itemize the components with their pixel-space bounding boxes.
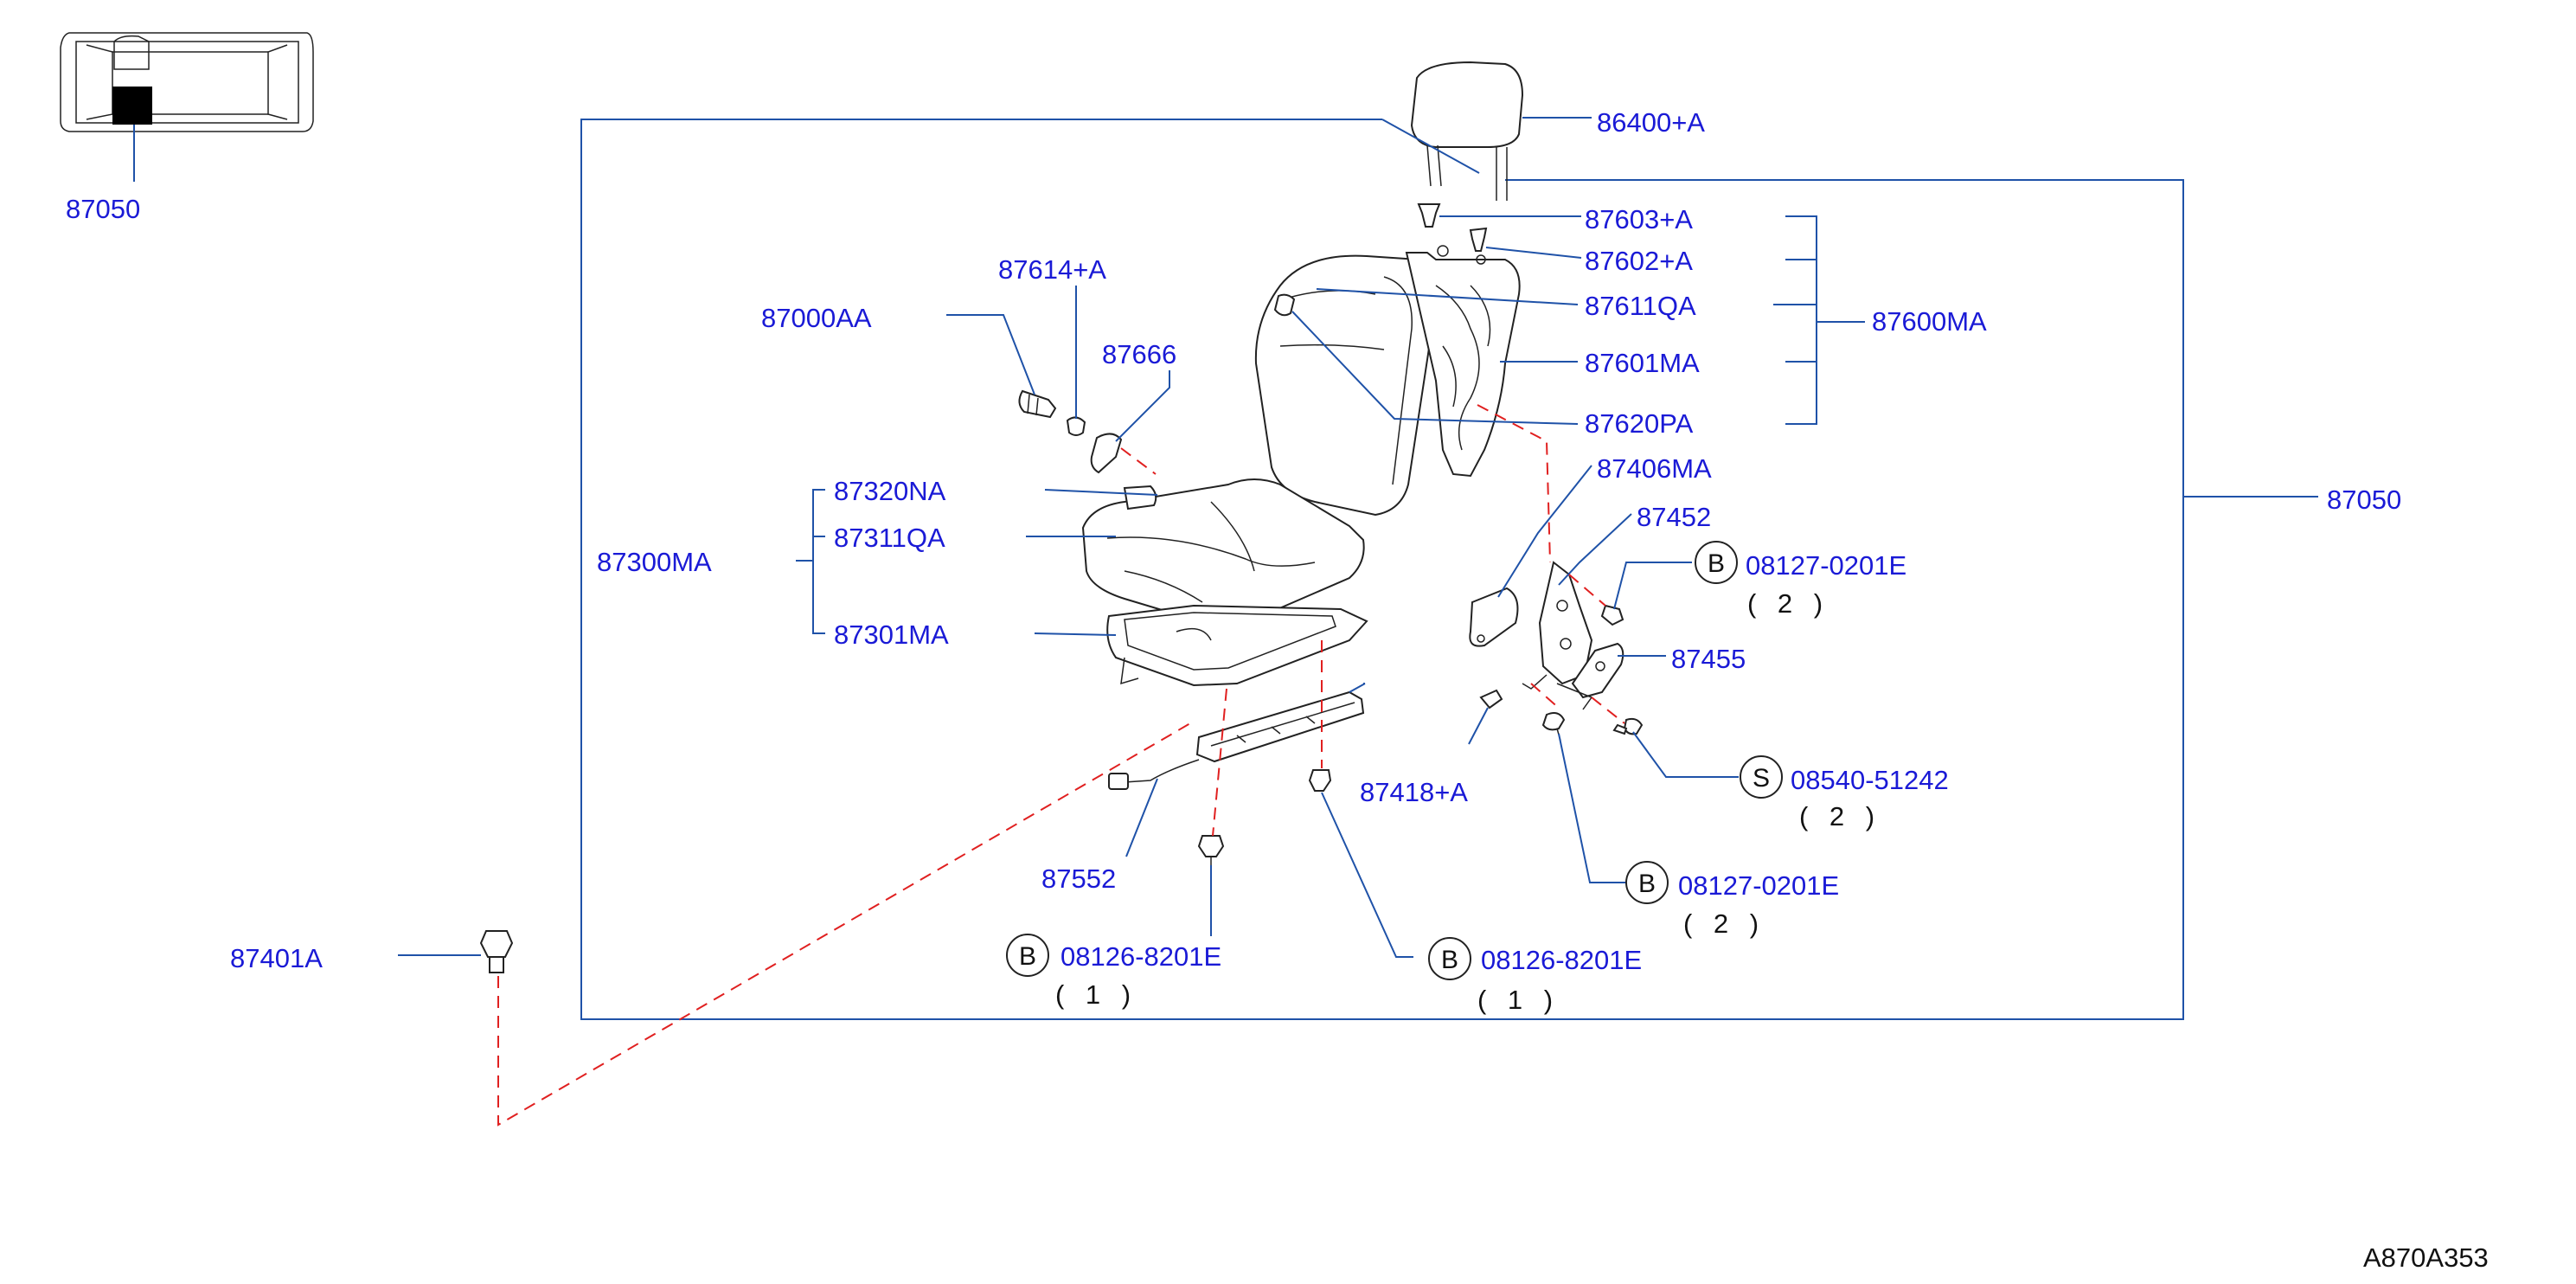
assembly-label[interactable]: 87050: [2327, 485, 2401, 515]
guide-a-part[interactable]: [1417, 203, 1441, 228]
harness-label[interactable]: 87552: [1041, 863, 1116, 894]
assembly-dash-lines: [497, 404, 1625, 1127]
bolt-b3-label[interactable]: 08126-8201E: [1061, 941, 1221, 972]
back-frame-label[interactable]: 87601MA: [1585, 348, 1700, 378]
guide-b-label[interactable]: 87602+A: [1585, 246, 1693, 276]
recliner-bolt-b1-part[interactable]: [1600, 604, 1624, 626]
slide-rail-part[interactable]: [1195, 683, 1365, 763]
headrest-part[interactable]: [1410, 61, 1524, 201]
lift-bolt-part[interactable]: [1018, 389, 1057, 419]
bolt-b1-label[interactable]: 08127-0201E: [1746, 550, 1906, 581]
back-pad-label[interactable]: 87620PA: [1585, 408, 1694, 439]
screw-s-qty: ( 2 ): [1799, 801, 1881, 831]
bushing-part[interactable]: [1090, 433, 1123, 474]
highlighted-seat-area: [112, 87, 152, 125]
recliner-bolt-b2-part[interactable]: [1541, 712, 1566, 742]
knob-label[interactable]: 87418+A: [1360, 777, 1468, 807]
cushion-frame-part[interactable]: [1106, 604, 1368, 687]
bolt-b2-marker: [1625, 861, 1669, 904]
guide-a-label[interactable]: 87603+A: [1585, 204, 1693, 234]
bolt-b4-marker-text: B: [1441, 946, 1458, 974]
cushion-cover-label[interactable]: 87311QA: [834, 523, 945, 553]
locator-part-label[interactable]: 87050: [66, 194, 140, 224]
screw-s-label[interactable]: 08540-51242: [1791, 765, 1949, 795]
bolt-b1-marker-text: B: [1708, 549, 1725, 578]
seat-cushion-part[interactable]: [1081, 478, 1365, 628]
guide-b-part[interactable]: [1469, 227, 1488, 252]
recliner-cover-label[interactable]: 87406MA: [1597, 453, 1712, 484]
bolt-b3-marker: [1006, 934, 1049, 977]
bolt-b3-marker-text: B: [1019, 942, 1036, 971]
assembly-boundary: [580, 119, 2184, 1020]
diagram-code: A870A353: [2363, 1242, 2489, 1273]
cushion-frame-label[interactable]: 87301MA: [834, 620, 949, 650]
rail-bolt-b3-part[interactable]: [1197, 835, 1225, 865]
screw-s-part[interactable]: [1612, 717, 1644, 735]
bolt-b2-qty: ( 2 ): [1683, 908, 1765, 939]
screw-s-marker-text: S: [1753, 764, 1770, 793]
bolt-b2-label[interactable]: 08127-0201E: [1678, 870, 1839, 901]
seat-back-frame-part[interactable]: [1405, 245, 1521, 478]
bolt-b4-label[interactable]: 08126-8201E: [1481, 945, 1642, 975]
bolt-b1-marker: [1695, 541, 1738, 584]
vehicle-locator-icon[interactable]: [60, 32, 314, 182]
recliner-cover-part[interactable]: [1469, 587, 1519, 647]
anchor-bolt-label[interactable]: 87401A: [230, 943, 323, 973]
lift-bolt-label[interactable]: 87000AA: [761, 303, 872, 333]
rail-bolt-b4-part[interactable]: [1308, 769, 1332, 792]
bolt-b3-qty: ( 1 ): [1055, 979, 1137, 1010]
back-group-label[interactable]: 87600MA: [1872, 306, 1987, 337]
recliner-lever-label[interactable]: 87452: [1637, 502, 1711, 532]
cushion-pad-label[interactable]: 87320NA: [834, 476, 946, 506]
back-cover-label[interactable]: 87611QA: [1585, 291, 1696, 321]
cushion-group-label[interactable]: 87300MA: [597, 547, 712, 577]
headrest-label[interactable]: 86400+A: [1597, 107, 1705, 138]
bolt-b2-marker-text: B: [1638, 870, 1656, 898]
lift-pin-label[interactable]: 87614+A: [998, 254, 1106, 285]
lift-pin-part[interactable]: [1066, 416, 1086, 436]
knob-part[interactable]: [1479, 689, 1503, 709]
bolt-b4-marker: [1428, 937, 1471, 980]
harness-part[interactable]: [1108, 759, 1200, 790]
hinge-label[interactable]: 87455: [1671, 644, 1746, 674]
screw-s-marker: [1740, 755, 1783, 799]
anchor-bolt-part[interactable]: [479, 930, 514, 973]
bushing-label[interactable]: 87666: [1102, 339, 1176, 369]
bolt-b1-qty: ( 2 ): [1747, 588, 1829, 619]
bolt-b4-qty: ( 1 ): [1477, 985, 1560, 1015]
